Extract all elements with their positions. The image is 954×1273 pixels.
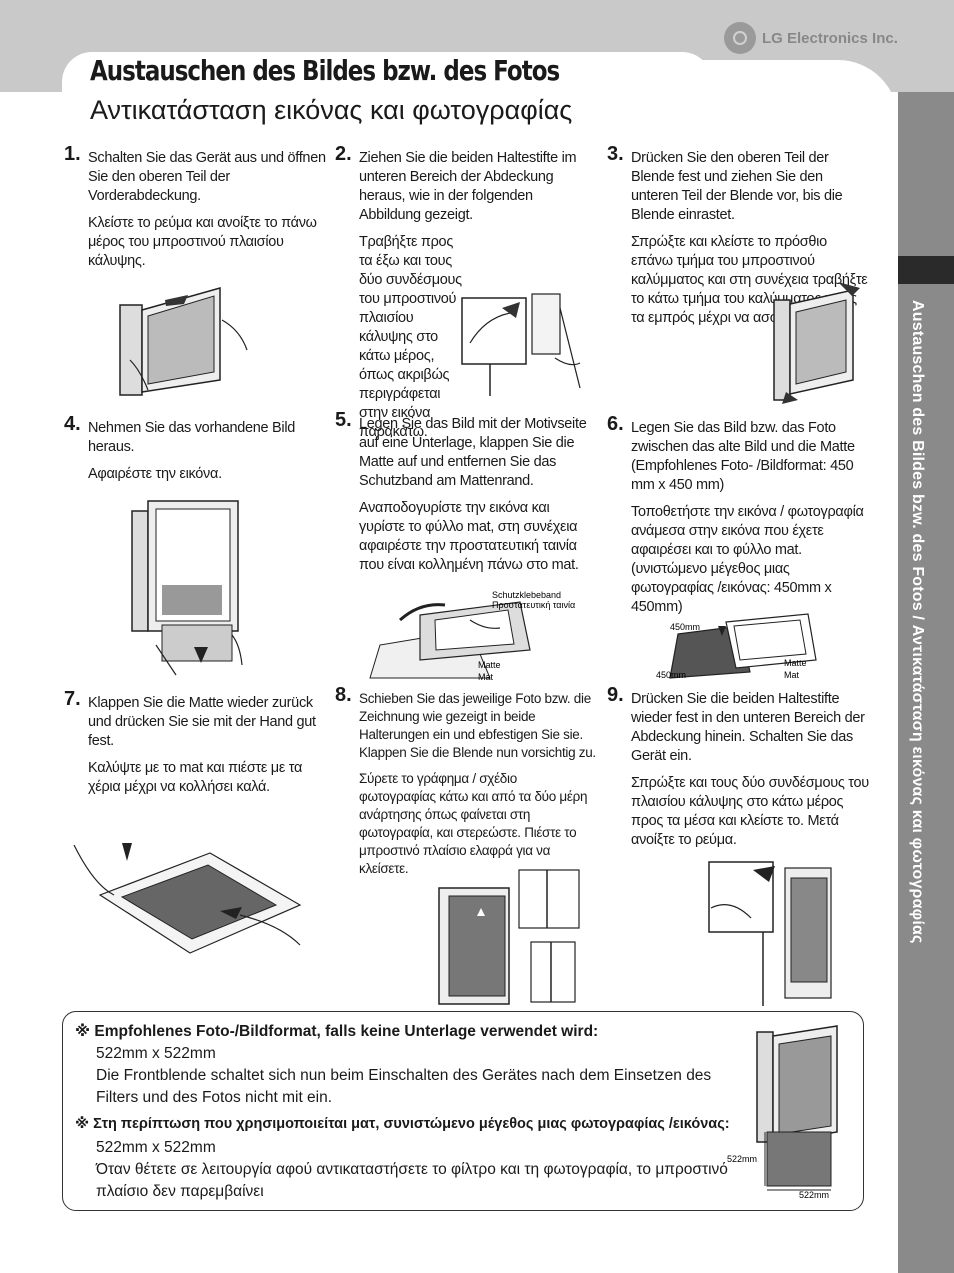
- step-text-gr: Σπρώξτε και κλείστε το πρόσθιο επάνω τμή…: [631, 234, 868, 326]
- step-text-de: Drücken Sie die beiden Haltestifte wiede…: [631, 691, 865, 764]
- step-text-gr: Κλείστε το ρεύμα και ανοίξτε το πάνω μέρ…: [88, 215, 317, 269]
- figure-close-cover: [773, 282, 860, 404]
- note-size-gr: 522mm x 522mm: [96, 1139, 216, 1156]
- step-text-de: Schalten Sie das Gerät aus und öffnen Si…: [88, 150, 326, 204]
- step-text-de: Legen Sie das Bild mit der Motivseite au…: [359, 416, 587, 489]
- lg-logo-icon: [724, 22, 756, 54]
- label-tape-gr: Προστατευτική ταινία: [492, 600, 575, 610]
- figure-slide-photo: [438, 869, 580, 1005]
- note-body-de: Die Frontblende schaltet sich nun beim E…: [96, 1067, 712, 1106]
- figure-insert-photo: 450mm 450mm Matte Mat: [656, 613, 817, 680]
- brand-logo: LG Electronics Inc.: [724, 22, 898, 54]
- side-tab-label: Austauschen des Bildes bzw. des Fotos / …: [909, 300, 926, 944]
- step-text-de: Drücken Sie den oberen Teil der Blende f…: [631, 150, 843, 223]
- step-text-gr: Αφαιρέστε την εικόνα.: [88, 466, 222, 482]
- step-text-de: Schieben Sie das jeweilige Foto bzw. die…: [359, 691, 596, 760]
- label-matte: Matte: [478, 660, 501, 670]
- step-number: 4.: [64, 413, 81, 435]
- page-title-gr: Αντικατάσταση εικόνας και φωτογραφίας: [90, 95, 573, 125]
- label-matte: Matte: [784, 658, 807, 668]
- step-1: 1. Schalten Sie das Gerät aus und öffnen…: [64, 144, 326, 271]
- step-text-gr: Τραβήξτε προς τα έξω και τους δύο συνδέσ…: [359, 234, 462, 440]
- figure-pull-pins: [461, 293, 581, 396]
- figure-push-pins: [708, 861, 832, 1006]
- recommendation-note: ※ Empfohlenes Foto-/Bildformat, falls ke…: [62, 1011, 864, 1211]
- figure-open-cover: [119, 287, 248, 396]
- note-body-gr: Όταν θέτετε σε λειτουργία αφού αντικατασ…: [96, 1161, 728, 1200]
- step-2: 2. Ziehen Sie die beiden Haltestifte im …: [335, 144, 597, 442]
- step-8: 8. Schieben Sie das jeweilige Foto bzw. …: [335, 685, 597, 878]
- label-mat: Mat: [478, 672, 494, 682]
- label-522-height: 522mm: [727, 1154, 757, 1164]
- step-text-de: Legen Sie das Bild bzw. das Foto zwische…: [631, 420, 855, 493]
- step-text-gr: Καλύψτε με το mat και πιέστε με τα χέρια…: [88, 760, 303, 795]
- side-tab: [898, 92, 954, 1273]
- note-head-de: ※ Empfohlenes Foto-/Bildformat, falls ke…: [75, 1023, 599, 1040]
- step-number: 7.: [64, 688, 81, 710]
- note-size-de: 522mm x 522mm: [96, 1045, 216, 1062]
- figure-unit-size: 522mm 522mm: [727, 1025, 838, 1200]
- note-head-gr: ※ Στη περίπτωση που χρησιμοποιείται ματ,…: [75, 1116, 730, 1132]
- step-number: 8.: [335, 684, 352, 706]
- step-text-gr: Αναποδογυρίστε την εικόνα και γυρίστε το…: [359, 500, 579, 573]
- step-9: 9. Drücken Sie die beiden Haltestifte wi…: [607, 685, 869, 850]
- step-text-gr: Σπρώξτε και τους δύο συνδέσμους του πλαι…: [631, 775, 869, 848]
- step-text-de: Klappen Sie die Matte wieder zurück und …: [88, 695, 316, 749]
- step-6: 6. Legen Sie das Bild bzw. das Foto zwis…: [607, 414, 869, 617]
- step-number: 5.: [335, 409, 352, 431]
- step-text-de: Ziehen Sie die beiden Haltestifte im unt…: [359, 150, 577, 223]
- page-title-de: Austauschen des Bildes bzw. des Fotos: [90, 54, 560, 87]
- side-tab-marker: [898, 256, 954, 284]
- step-text-gr: Σύρετε το γράφημα / σχέδιο φωτογραφίας κ…: [359, 771, 588, 876]
- step-number: 9.: [607, 684, 624, 706]
- figure-remove-tape: Schutzklebeband Προστατευτική ταινία Mat…: [369, 590, 575, 682]
- content-area: [0, 92, 898, 1273]
- figure-press-mat: [73, 843, 302, 954]
- label-mat: Mat: [784, 670, 800, 680]
- step-7: 7. Klappen Sie die Matte wieder zurück u…: [64, 689, 326, 797]
- step-number: 2.: [335, 143, 352, 165]
- step-text-gr: Τοποθετήστε την εικόνα / φωτογραφία ανάμ…: [631, 504, 864, 615]
- step-5: 5. Legen Sie das Bild mit der Motivseite…: [335, 410, 597, 575]
- step-number: 6.: [607, 413, 624, 435]
- label-tape-de: Schutzklebeband: [492, 590, 561, 600]
- step-text-de: Nehmen Sie das vorhandene Bild heraus.: [88, 420, 296, 455]
- label-450-bottom: 450mm: [656, 670, 686, 680]
- step-number: 3.: [607, 143, 624, 165]
- figure-remove-picture: [131, 500, 243, 676]
- step-3: 3. Drücken Sie den oberen Teil der Blend…: [607, 144, 869, 328]
- brand-name: LG Electronics Inc.: [762, 29, 898, 47]
- label-522-width: 522mm: [799, 1190, 829, 1200]
- step-number: 1.: [64, 143, 81, 165]
- step-4: 4. Nehmen Sie das vorhandene Bild heraus…: [64, 414, 326, 484]
- label-450-top: 450mm: [670, 622, 700, 632]
